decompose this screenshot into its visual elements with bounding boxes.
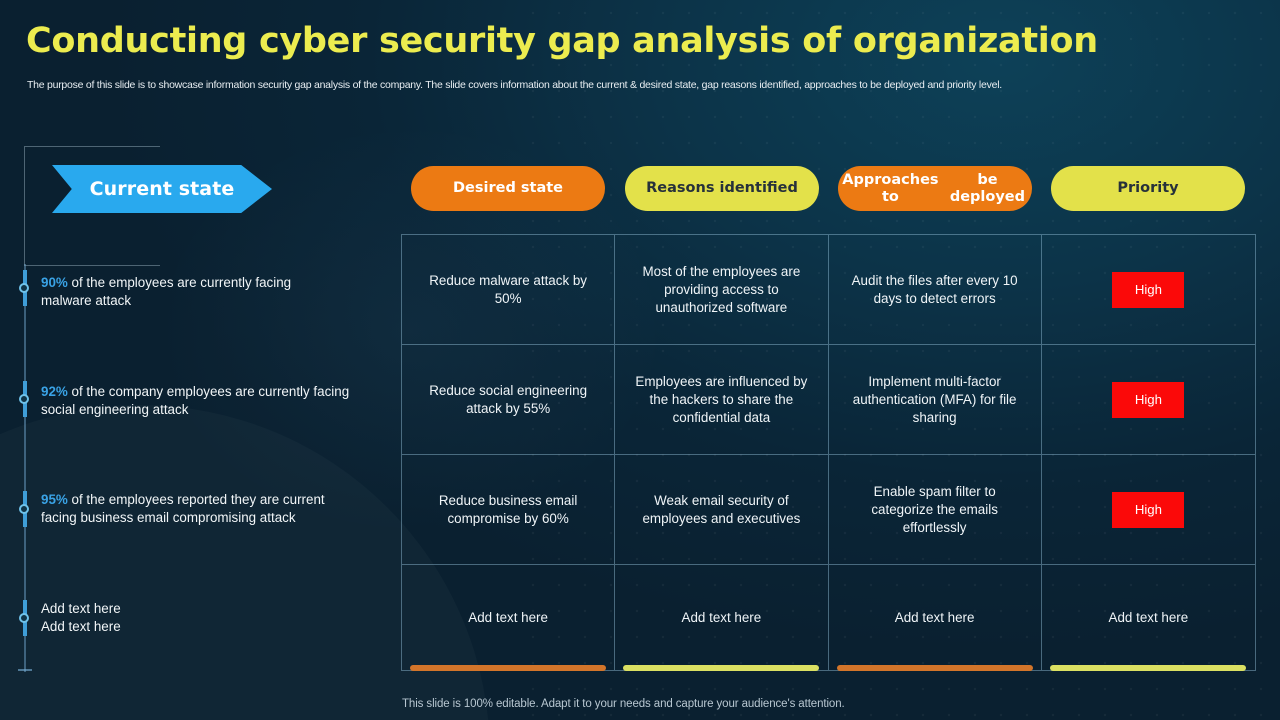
status-badge-priority-2: High	[1112, 381, 1185, 418]
accent-bar-approaches	[837, 665, 1033, 671]
table-cell-priority-3: High	[1041, 455, 1255, 565]
accent-bar-priority	[1050, 665, 1246, 671]
column-header-approaches-line1: Approaches to	[842, 171, 939, 205]
table-cell-desired-state-2: Reduce social engineering attack by 55%	[402, 345, 616, 455]
table-cell-reasons-2: Employees are influenced by the hackers …	[615, 345, 829, 455]
current-state-percent-2: 92%	[41, 384, 68, 399]
current-state-text-4: Add text here Add text here	[41, 600, 391, 635]
column-header-reasons-identified[interactable]: Reasons identified	[625, 166, 819, 211]
current-state-line-a-4: Add text here	[41, 601, 121, 616]
current-state-line-a-2: of the company employees are currently f…	[67, 384, 350, 399]
table-cell-priority-4: Add text here	[1108, 609, 1189, 625]
table-cell-approaches-4: Add text here	[829, 565, 1042, 670]
timeline-marker-dot	[19, 283, 29, 293]
column-header-priority[interactable]: Priority	[1051, 166, 1245, 211]
status-badge-priority-3: High	[1112, 491, 1185, 528]
current-state-line-b-4: Add text here	[41, 618, 121, 634]
table-cell-priority-1: High	[1041, 235, 1255, 345]
timeline-axis-end-tick	[18, 669, 32, 671]
current-state-text-3: 95% of the employees reported they are c…	[41, 491, 391, 526]
current-state-line-b-2: social engineering attack	[41, 401, 189, 417]
current-state-frame	[24, 146, 160, 266]
timeline-marker-dot	[19, 613, 29, 623]
timeline-axis	[24, 264, 26, 672]
accent-bar-desired-state	[410, 665, 606, 671]
current-state-text-1: 90% of the employees are currently facin…	[41, 274, 391, 309]
current-state-line-a-3: of the employees reported they are curre…	[67, 492, 325, 507]
current-state-percent-3: 95%	[41, 492, 68, 507]
current-state-line-b-1: malware attack	[41, 292, 132, 308]
current-state-header-banner[interactable]: Current state	[52, 165, 272, 213]
table-cell-desired-state-4: Add text here	[402, 565, 616, 670]
timeline-marker-dot	[19, 504, 29, 514]
current-state-text-2: 92% of the company employees are current…	[41, 383, 391, 418]
table-cell-desired-state-3: Reduce business email compromise by 60%	[402, 455, 616, 565]
table-cell-desired-state-1: Reduce malware attack by 50%	[402, 235, 616, 345]
current-state-line-b-3: facing business email compromising attac…	[41, 509, 296, 525]
table-cell-reasons-3: Weak email security of employees and exe…	[615, 455, 829, 565]
status-badge-priority-1: High	[1112, 271, 1185, 308]
page-subtitle: The purpose of this slide is to showcase…	[27, 79, 1002, 91]
column-header-desired-state[interactable]: Desired state	[411, 166, 605, 211]
column-header-approaches-line2: be deployed	[949, 171, 1026, 205]
timeline-marker-dot	[19, 394, 29, 404]
current-state-line-a-1: of the employees are currently facing	[67, 275, 292, 290]
table-cell-reasons-1: Most of the employees are providing acce…	[615, 235, 829, 345]
footer-note: This slide is 100% editable. Adapt it to…	[402, 698, 845, 710]
page-title: Conducting cyber security gap analysis o…	[26, 21, 1098, 61]
table-cell-priority-2: High	[1041, 345, 1255, 455]
table-cell-approaches-2: Implement multi-factor authentication (M…	[828, 345, 1042, 455]
table-cell-reasons-4: Add text here	[615, 565, 829, 670]
gap-analysis-table: Reduce malware attack by 50% Most of the…	[401, 234, 1256, 671]
accent-bar-reasons-identified	[623, 665, 819, 671]
current-state-percent-1: 90%	[41, 275, 68, 290]
table-cell-approaches-3: Enable spam filter to categorize the ema…	[828, 455, 1042, 565]
table-cell-approaches-1: Audit the files after every 10 days to d…	[828, 235, 1042, 345]
column-header-approaches-to-be-deployed[interactable]: Approaches to be deployed	[838, 166, 1032, 211]
